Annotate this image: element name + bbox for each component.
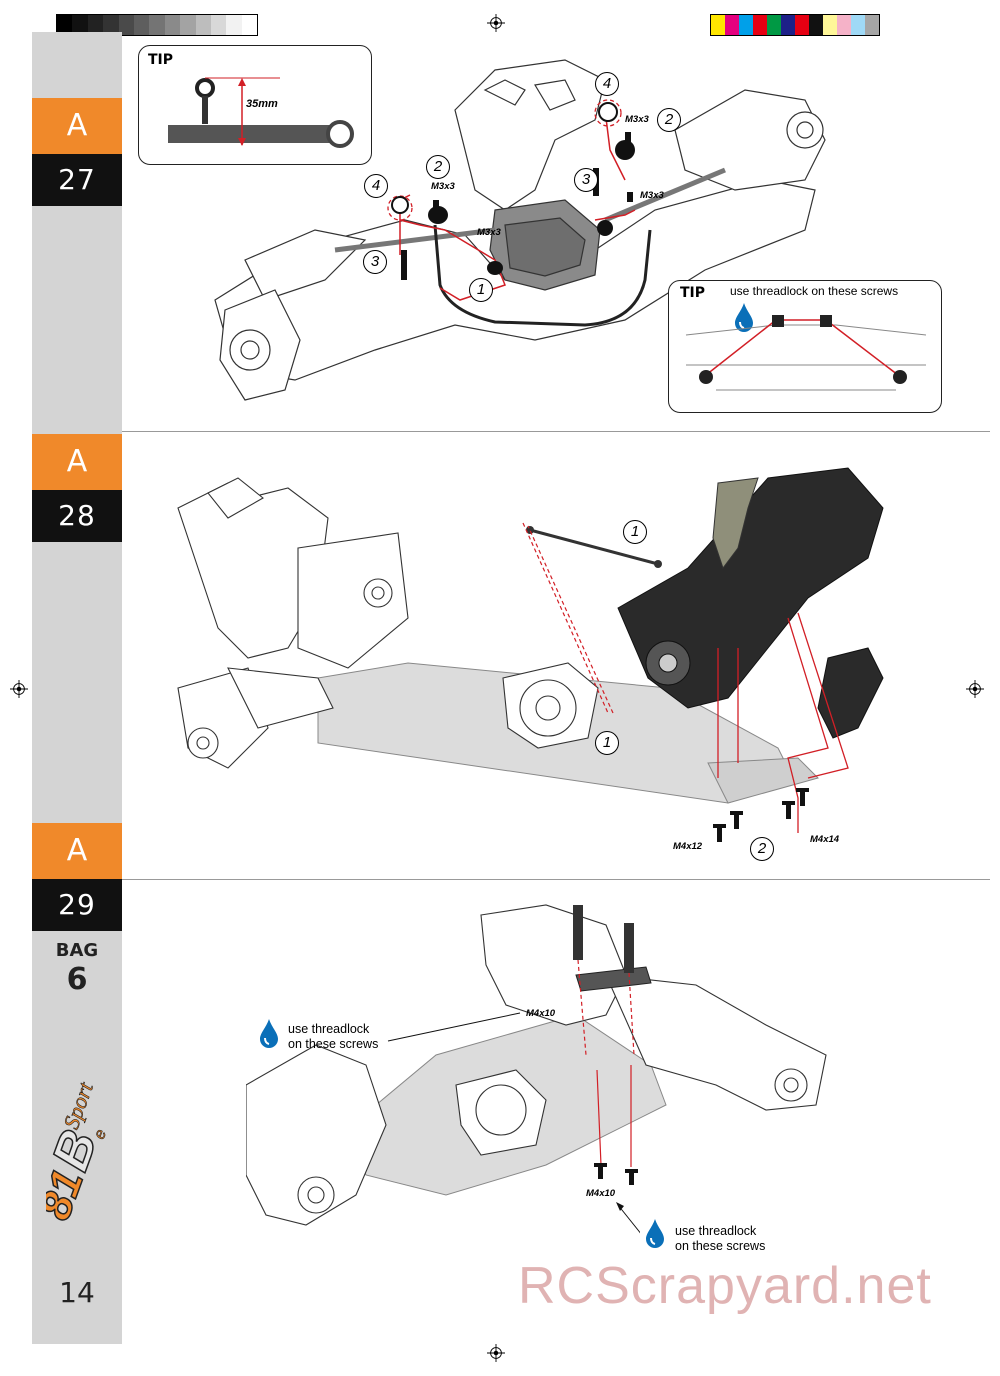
calibration-swatch [118,15,134,35]
registration-mark-icon [487,1344,505,1362]
calibration-swatch [226,15,242,35]
calibration-swatch [103,15,119,35]
step-letter: A [32,98,122,154]
section-divider [122,879,990,880]
callout-number: 2 [426,155,450,179]
screw-label: M4x14 [810,834,840,845]
step-27-rear-suspension-diagram [205,50,845,420]
calibration-swatch [711,15,725,35]
calibration-swatch [241,15,258,35]
callout-number: 2 [657,108,681,132]
tip-title: TIP [148,52,174,68]
registration-mark-icon [487,14,505,32]
watermark-text: RCScrapyard.net [518,1257,932,1315]
calibration-swatch [725,15,739,35]
color-calibration-bar [710,14,880,36]
tip-title: TIP [680,285,706,301]
registration-mark-icon [10,680,28,698]
screw-label: M3x3 [477,227,501,238]
tip-threadlock-diagram [676,305,934,409]
threadlock-drop-icon [733,302,755,332]
calibration-swatch [809,15,823,35]
calibration-swatch [72,15,88,35]
calibration-swatch [753,15,767,35]
screw-label: M4x10 [526,1008,556,1019]
step-letter: A [32,823,122,879]
step-number: 29 [32,879,122,931]
threadlock-drop-icon [644,1218,666,1248]
callout-number: 4 [364,174,388,198]
threadlock-drop-icon [258,1018,280,1048]
calibration-swatch [767,15,781,35]
calibration-swatch [133,15,150,35]
callout-number: 3 [363,250,387,274]
screw-label: M3x3 [625,114,649,125]
tip-box-threadlock [668,280,942,413]
calibration-swatch [851,15,865,35]
calibration-swatch [180,15,196,35]
calibration-swatch [739,15,753,35]
tip-turnbuckle-diagram [160,70,365,155]
step-number: 28 [32,490,122,542]
svg-text:Sport: Sport [58,1078,98,1132]
calibration-swatch [87,15,104,35]
grayscale-calibration-bar [56,14,259,36]
bag-label: BAG [55,940,99,961]
tip-text: use threadlock on these screws [730,284,899,298]
screw-label: M3x3 [431,181,455,192]
page-number: 14 [59,1276,95,1309]
calibration-swatch [164,15,181,35]
calibration-swatch [781,15,795,35]
calibration-swatch [210,15,227,35]
step-number: 27 [32,154,122,206]
callout-number: 1 [469,278,493,302]
registration-mark-icon [966,680,984,698]
callout-number: 4 [595,72,619,96]
callout-number: 1 [595,731,619,755]
screw-label: M4x10 [586,1188,616,1199]
callout-number: 2 [750,837,774,861]
calibration-swatch [865,15,879,35]
calibration-swatch [149,15,165,35]
bag-number: 6 [66,962,88,997]
step-29-brace-mount-diagram [246,895,831,1240]
step-tab-27: A 27 [32,98,122,206]
leader-lines [380,1005,640,1245]
calibration-swatch [837,15,851,35]
threadlock-note: use threadlock on these screws [675,1224,766,1253]
calibration-swatch [823,15,837,35]
screw-label: M4x12 [673,841,703,852]
step-28-chassis-assembly-diagram [168,448,888,858]
callout-number: 3 [574,168,598,192]
section-divider [122,431,990,432]
calibration-swatch [57,15,73,35]
step-tab-28: A 28 [32,434,122,542]
step-letter: A [32,434,122,490]
callout-number: 1 [623,520,647,544]
calibration-swatch [195,15,211,35]
product-logo: 81 B e Sport [29,1010,112,1260]
side-bar [32,32,122,1344]
screw-label: M3x3 [640,190,664,201]
tip-measure-label: 35mm [246,98,278,110]
calibration-swatch [795,15,809,35]
step-tab-29: A 29 [32,823,122,931]
threadlock-note: use threadlock on these screws [288,1022,379,1051]
